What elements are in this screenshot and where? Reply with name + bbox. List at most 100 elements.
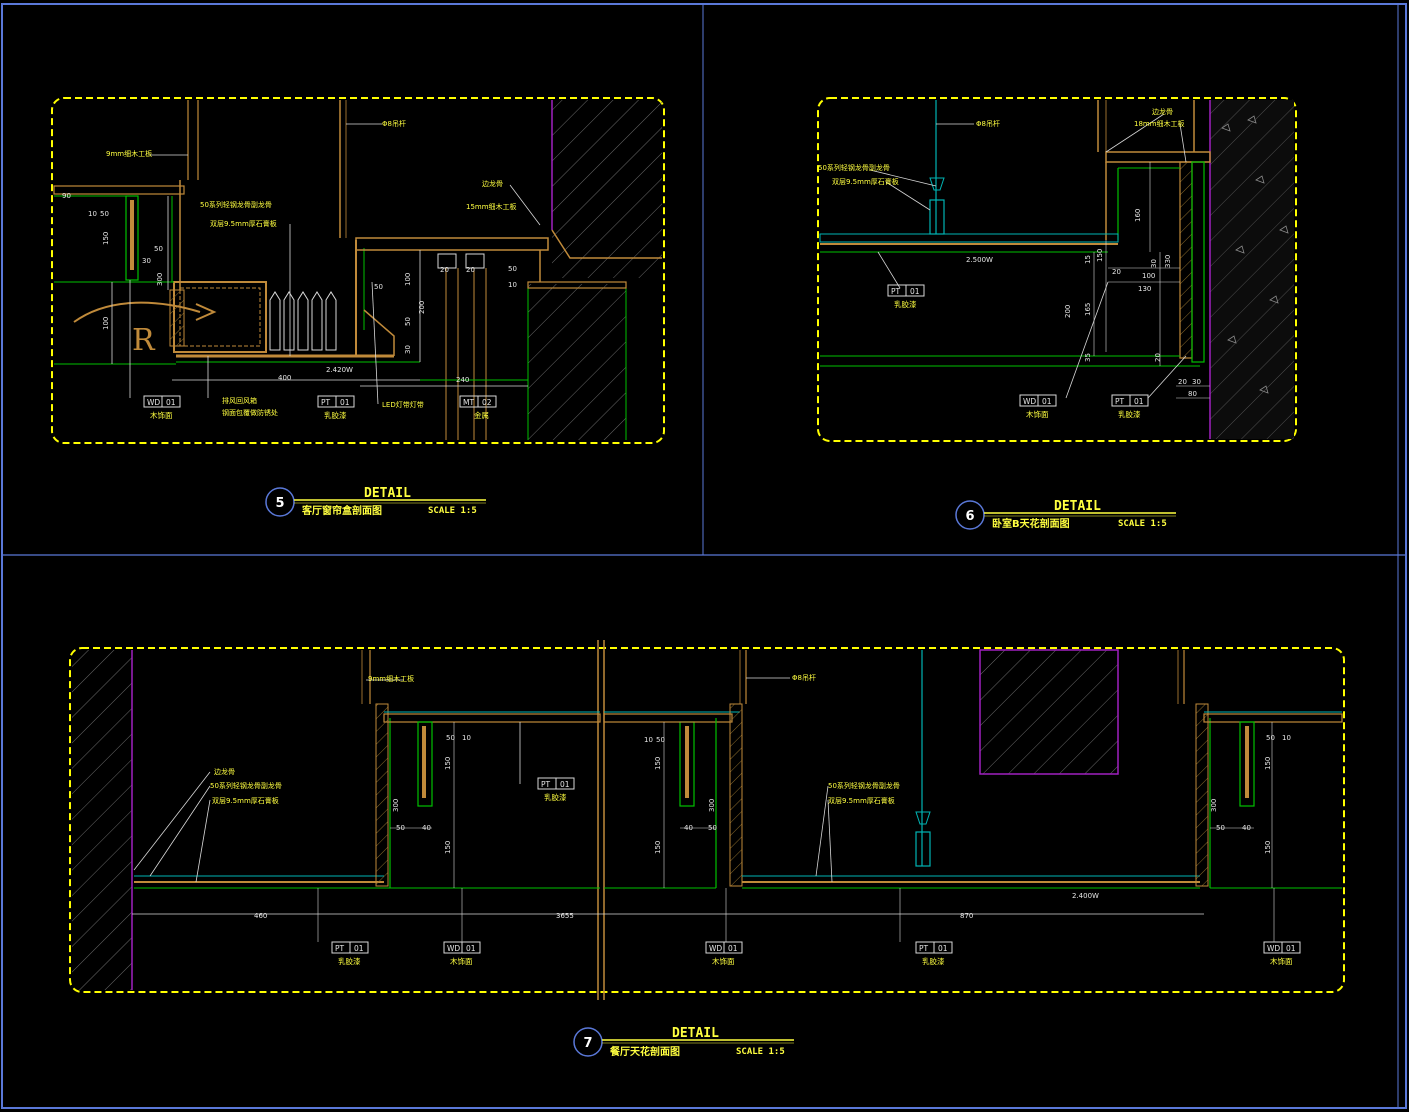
d7-tag-pt01-a-label: 乳胶漆 [338, 956, 361, 966]
d6-number: 6 [965, 509, 974, 524]
d7-tag-pt01-a-code: PT [335, 944, 345, 953]
d7-dim-40c: 40 [1242, 824, 1251, 832]
d6-tag-pt01-a-label: 乳胶漆 [894, 299, 917, 309]
d5-tag-wd01-num: 01 [166, 398, 176, 407]
d7-elevation: 2.400W [1072, 892, 1099, 900]
d7-tag-pt01-mid[interactable]: PT 01 乳胶漆 [537, 777, 575, 802]
d5-tag-pt01[interactable]: PT 01 乳胶漆 [317, 395, 355, 420]
detail-7-annotations: 9mm细木工板 Φ8吊杆 边龙骨 50系列轻钢龙骨副龙骨 双层9.5mm厚石膏板… [210, 673, 1291, 920]
d5-dim-400: 400 [278, 374, 291, 382]
d7-dim-150e: 150 [654, 841, 662, 854]
d7-tag-wd01-b-code: WD [709, 944, 722, 953]
d7-tag-wd01-a-label: 木饰面 [450, 956, 473, 966]
d7-dim-3655: 3655 [556, 912, 574, 920]
d5-dim-30: 30 [142, 257, 151, 265]
d7-tag-wd01-b[interactable]: WD 01 木饰面 [705, 941, 743, 966]
d7-note-keel2: 50系列轻钢龙骨副龙骨 [828, 781, 900, 790]
d5-note-rod: Φ8吊杆 [382, 119, 406, 128]
d5-note-board: 9mm细木工板 [106, 149, 152, 158]
detail-6-annotations: Φ8吊杆 50系列轻钢龙骨副龙骨 双层9.5mm厚石膏板 边龙骨 18mm细木工… [818, 107, 1201, 398]
d6-elevation: 2.500W [966, 256, 993, 264]
d5-callout-led: LED灯带灯带 [382, 400, 424, 409]
d6-note-keel: 50系列轻钢龙骨副龙骨 [818, 163, 890, 172]
d6-dim-150: 150 [1096, 249, 1104, 262]
d7-title: DETAIL [672, 1026, 719, 1041]
d7-note-gypsum: 双层9.5mm厚石膏板 [212, 796, 279, 805]
d5-note-keel: 50系列轻钢龙骨副龙骨 [200, 200, 272, 209]
detail-6-title-block[interactable]: 6 DETAIL 卧室B天花剖面图 SCALE 1:5 [955, 499, 1176, 530]
d7-number: 7 [583, 1036, 592, 1051]
d6-dim-20b: 20 [1154, 353, 1162, 362]
d6-note-board18: 18mm细木工板 [1134, 119, 1185, 128]
d5-material-tags: WD 01 木饰面 PT 01 乳胶漆 MT 02 金属 [143, 395, 497, 420]
d7-tag-wd01-a-code: WD [447, 944, 460, 953]
d5-dim-240: 240 [456, 376, 469, 384]
d7-dim-870: 870 [960, 912, 973, 920]
d5-dim-50c: 50 [374, 283, 383, 291]
d6-tag-pt01-b-code: PT [1115, 397, 1125, 406]
d6-tag-pt01-a-code: PT [891, 287, 901, 296]
d6-dim-80: 80 [1188, 390, 1197, 398]
d5-dim-90: 90 [62, 192, 71, 200]
d7-dim-50d: 50 [396, 824, 405, 832]
d5-callout-vent2: 钢面包覆做防锈处 [222, 408, 278, 417]
d6-tag-wd01[interactable]: WD 01 木饰面 [1019, 394, 1057, 419]
d6-title: DETAIL [1054, 499, 1101, 514]
d6-dim-35: 35 [1084, 353, 1092, 362]
d6-dim-20c: 20 [1178, 378, 1187, 386]
d7-dim-40b: 40 [684, 824, 693, 832]
d6-scale: SCALE 1:5 [1118, 519, 1167, 529]
detail-5-drawing [51, 97, 665, 444]
d5-tag-wd01[interactable]: WD 01 木饰面 [143, 395, 181, 420]
d5-tag-wd01-label: 木饰面 [150, 410, 173, 420]
d6-dim-100: 100 [1142, 272, 1155, 280]
d7-dim-50b: 50 [656, 736, 665, 744]
d7-subtitle: 餐厅天花剖面图 [609, 1045, 680, 1058]
d7-tag-pt01-b-num: 01 [938, 944, 948, 953]
d7-tag-wd01-c[interactable]: WD 01 木饰面 [1263, 941, 1301, 966]
detail-5-title-block[interactable]: 5 DETAIL 客厅窗帘盒剖面图 SCALE 1:5 [265, 486, 486, 517]
d6-dim-130: 130 [1138, 285, 1151, 293]
d6-tag-wd01-label: 木饰面 [1026, 409, 1049, 419]
d5-dim-150: 150 [102, 232, 110, 245]
d7-tag-pt01-b[interactable]: PT 01 乳胶漆 [915, 941, 953, 966]
d7-tag-wd01-c-label: 木饰面 [1270, 956, 1293, 966]
d7-dim-50e: 50 [708, 824, 717, 832]
d6-tag-pt01-a[interactable]: PT 01 乳胶漆 [887, 284, 925, 309]
d5-tag-wd01-code: WD [147, 398, 160, 407]
d7-dim-50a: 50 [446, 734, 455, 742]
d5-dim-10b: 10 [508, 281, 517, 289]
sheet-frames [1, 3, 1407, 1109]
d7-tag-pt01-mid-label: 乳胶漆 [544, 792, 567, 802]
d5-number: 5 [275, 496, 284, 511]
d7-note-edge: 边龙骨 [214, 767, 235, 776]
d7-dim-10a: 10 [462, 734, 471, 742]
d6-tag-wd01-num: 01 [1042, 397, 1052, 406]
d5-r-mark: R [132, 323, 156, 358]
d5-tag-mt02[interactable]: MT 02 金属 [459, 395, 497, 420]
d7-note-board: 9mm细木工板 [368, 674, 414, 683]
d5-tag-pt01-code: PT [321, 398, 331, 407]
d5-tag-mt02-code: MT [463, 398, 474, 407]
d5-note-edge: 边龙骨 [482, 179, 503, 188]
d5-dim-100b: 100 [404, 273, 412, 286]
d6-tag-pt01-b[interactable]: PT 01 乳胶漆 [1111, 394, 1149, 419]
d6-tag-pt01-a-num: 01 [910, 287, 920, 296]
d6-tag-pt01-b-num: 01 [1134, 397, 1144, 406]
detail-7-drawing [69, 640, 1345, 1000]
d5-dim-50b: 50 [154, 245, 163, 253]
d7-tag-wd01-a[interactable]: WD 01 木饰面 [443, 941, 481, 966]
d5-dim-20b: 20 [466, 266, 475, 274]
d7-tag-wd01-c-num: 01 [1286, 944, 1296, 953]
d7-tag-pt01-a[interactable]: PT 01 乳胶漆 [331, 941, 369, 966]
d5-elevation: 2.420W [326, 366, 353, 374]
d5-tag-pt01-num: 01 [340, 398, 350, 407]
d5-callout-vent: 排风回风箱 [222, 396, 257, 405]
d7-dim-150a: 150 [444, 757, 452, 770]
d6-tag-pt01-b-label: 乳胶漆 [1118, 409, 1141, 419]
detail-7-title-block[interactable]: 7 DETAIL 餐厅天花剖面图 SCALE 1:5 [573, 1026, 794, 1058]
d5-tag-pt01-label: 乳胶漆 [324, 410, 347, 420]
d5-dim-50e: 50 [508, 265, 517, 273]
d7-tag-pt01-mid-code: PT [541, 780, 551, 789]
